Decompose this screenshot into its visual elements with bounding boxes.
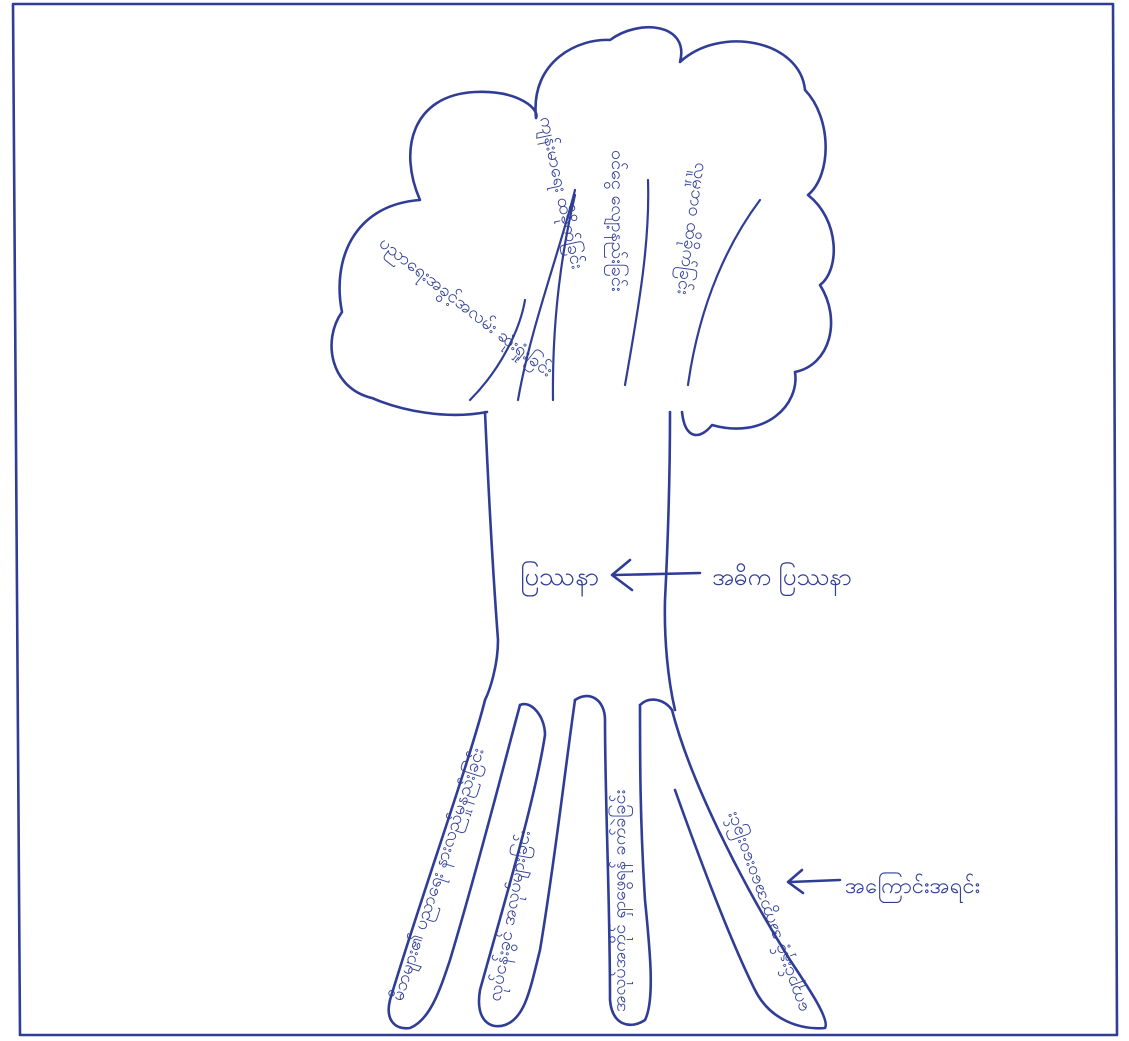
root-label: အလုပ်အကိုင် ရှာဖွေရန် ခက်ခဲခြင်း: [608, 790, 633, 1012]
canopy-branch-label: ကျန်းမာရေး ထိခိုက်ခြင်း: [532, 114, 589, 271]
trunk-label: ပြဿနာ: [520, 559, 599, 597]
tree-trunk-right: [665, 412, 675, 710]
root-label: လုပ်ငန်းခွင် အလုပ်များခြင်း: [483, 828, 538, 1003]
trunk-pointer-arrow: [612, 560, 700, 590]
canopy-branch-label: ပညာရေးအခွင့်အလမ်း ဆုံးရှုံးခြင်း: [373, 232, 558, 384]
trunk-pointer-label: အဓိက ပြဿနာ: [712, 561, 852, 596]
canopy-branch-label: လူမှုဘဝ ထိခိုက်ခြင်း: [670, 161, 713, 296]
canopy-branch-label: ဝင်ငွေ လျော့နည်းခြင်း: [604, 150, 629, 291]
root-pointer-label: အကြောင်းအရင်း: [845, 872, 980, 903]
tree-trunk-left: [485, 412, 498, 700]
root-pointer-arrow: [788, 870, 840, 893]
tree-canopy: [332, 27, 834, 435]
root-label: ကျောင်းနှင့် အကွာအဝေးဝေးခြင်း: [720, 808, 816, 1016]
